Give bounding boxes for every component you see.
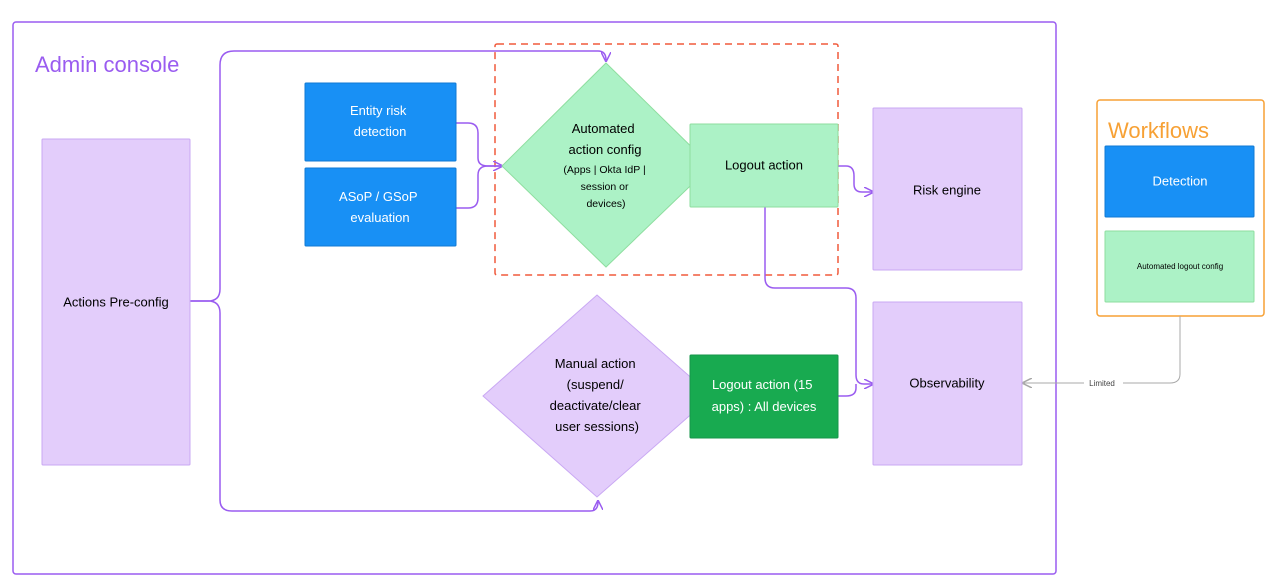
detection-node: [1104, 145, 1255, 218]
entity-risk-line-1: Entity risk: [350, 103, 407, 118]
connector-logout-to-observability: [764, 207, 872, 384]
entity-risk-line-2: detection: [354, 124, 407, 139]
automated-detail-line-3: devices): [586, 198, 625, 210]
entity-risk-detection-node: [304, 82, 457, 162]
manual-line-3: deactivate/clear: [550, 398, 642, 413]
manual-line-2: (suspend/: [567, 377, 624, 392]
automated-title-line-1: Automated: [572, 121, 635, 136]
workflows-title: Workflows: [1108, 118, 1209, 143]
observability-node: [872, 301, 1023, 466]
automated-logout-config-label: Automated logout config: [1137, 262, 1223, 271]
asop-gsop-evaluation-node: [304, 167, 457, 247]
asop-line-2: evaluation: [350, 210, 409, 225]
actions-preconfig-node: [41, 138, 191, 466]
connector-asop-to-automated: [456, 165, 501, 209]
connector-logout-to-risk-engine: [838, 165, 872, 192]
manual-line-4: user sessions): [555, 419, 639, 434]
logout-action-15-apps-node: [689, 354, 839, 439]
asop-gsop-evaluation-label: ASoP / GSoP evaluation: [339, 189, 421, 225]
highlight-dashed-box: [494, 43, 839, 276]
risk-engine-node: [872, 107, 1023, 271]
entity-risk-detection-label: Entity risk detection: [350, 103, 410, 139]
admin-console-frame: [12, 21, 1057, 575]
detection-label: Detection: [1153, 173, 1208, 188]
automated-logout-config-node: [1104, 230, 1255, 303]
connector-workflows-to-observability: [1024, 316, 1181, 383]
asop-line-1: ASoP / GSoP: [339, 189, 417, 204]
automated-action-config-title: Automated action config: [569, 121, 642, 157]
automated-action-config-node: [501, 62, 712, 268]
automated-action-config-detail: (Apps | Okta IdP | session or devices): [563, 164, 648, 210]
automated-detail-line-2: session or: [581, 181, 629, 193]
admin-console-title: Admin console: [35, 52, 179, 77]
connector-preconfig-to-manual: [190, 300, 598, 512]
actions-preconfig-label: Actions Pre-config: [63, 294, 169, 309]
limited-label: Limited: [1089, 379, 1115, 388]
connector-logout-15-to-observability: [838, 384, 857, 397]
logout-action-15-apps-label: Logout action (15 apps) : All devices: [712, 377, 817, 414]
connector-preconfig-to-automated: [190, 50, 606, 302]
manual-line-1: Manual action: [555, 356, 636, 371]
logout-action-label: Logout action: [725, 157, 803, 172]
automated-detail-line-1: (Apps | Okta IdP |: [563, 164, 645, 176]
manual-action-label: Manual action (suspend/ deactivate/clear…: [550, 356, 645, 434]
connector-entity-risk-to-automated: [456, 122, 501, 166]
manual-action-node: [482, 294, 713, 498]
automated-title-line-2: action config: [569, 142, 642, 157]
logout-action-node: [689, 123, 839, 208]
observability-label: Observability: [909, 375, 985, 390]
risk-engine-label: Risk engine: [913, 182, 981, 197]
logout-15-line-1: Logout action (15: [712, 377, 812, 392]
logout-15-line-2: apps) : All devices: [712, 399, 817, 414]
